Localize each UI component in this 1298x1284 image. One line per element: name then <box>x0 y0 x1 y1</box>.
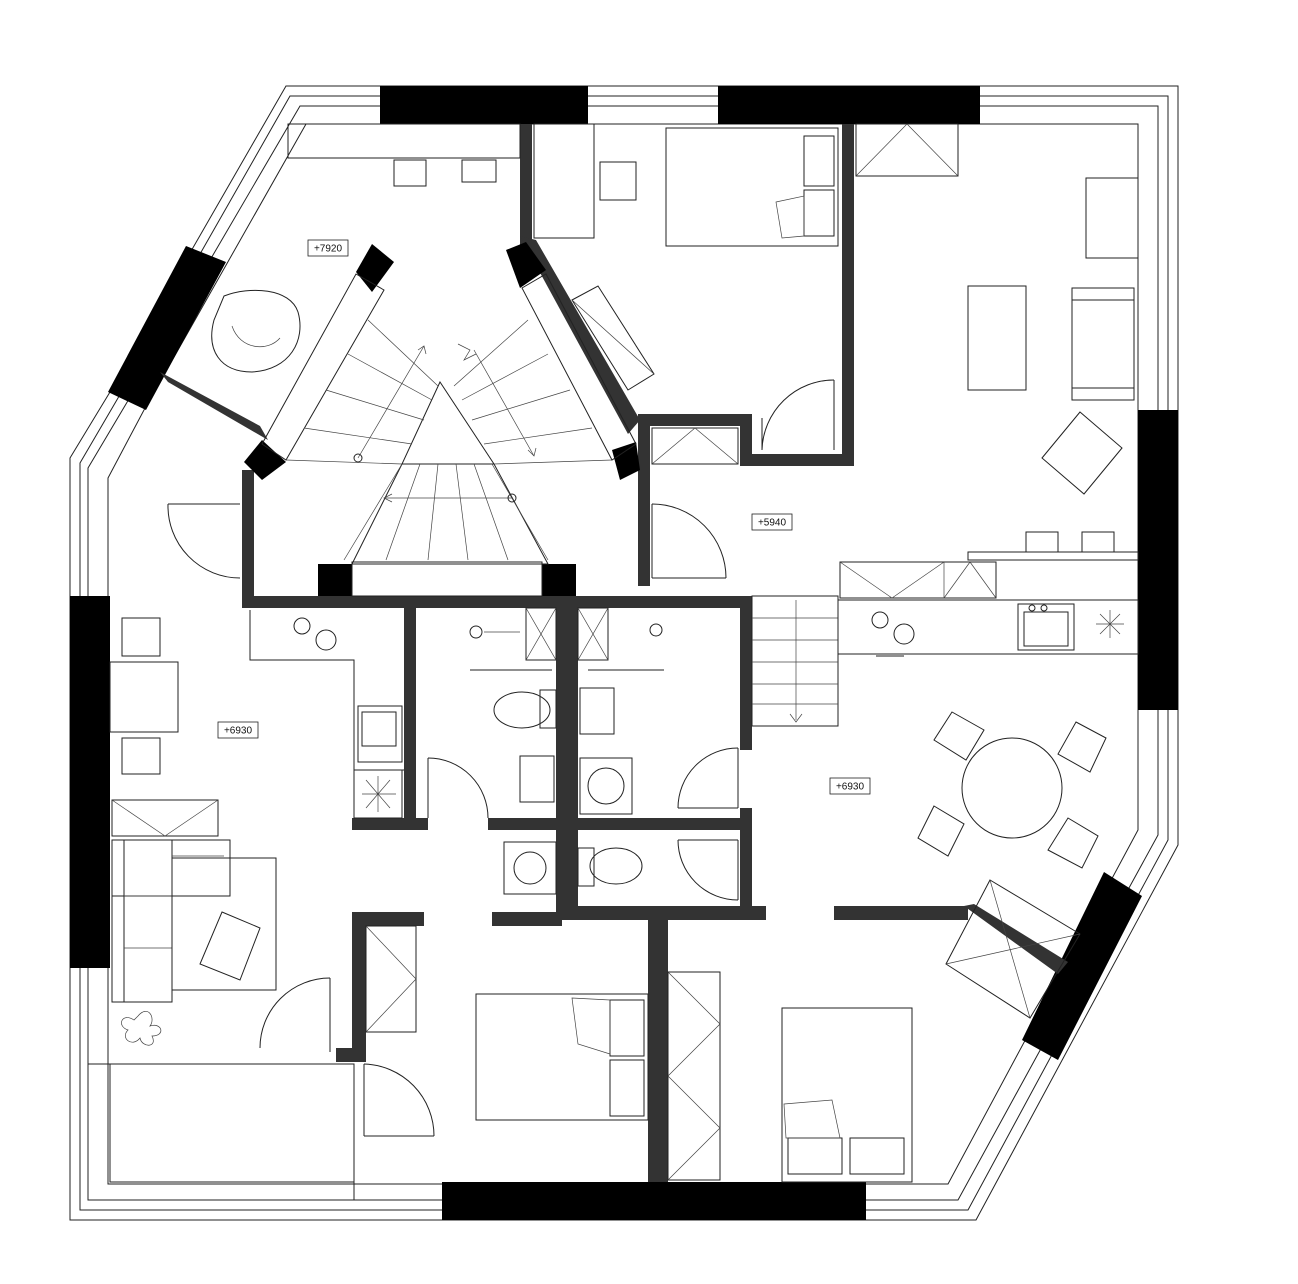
outer-envelope <box>69 85 1179 1221</box>
east-steps <box>751 595 839 727</box>
level-tag-living-kitchen: +5940 <box>751 513 793 531</box>
level-tag-living-kitchen-text: +5940 <box>758 518 787 529</box>
level-tag-west-living: +6930 <box>217 721 259 739</box>
furniture-east-living <box>967 177 1139 561</box>
furniture-stair-hall <box>211 123 521 373</box>
level-tags: +7920 +5940 +6930 +6930 <box>217 239 871 795</box>
furniture-north-bedroom <box>533 123 839 247</box>
level-tag-east-dining-text: +6930 <box>836 782 865 793</box>
interior-walls <box>160 124 1068 1182</box>
exterior-solid-walls <box>70 86 1178 1220</box>
furniture-dining <box>917 711 1107 869</box>
furniture-wet-core <box>469 623 664 895</box>
furniture-kitchen-east <box>837 599 1139 657</box>
wardrobes <box>111 123 1081 1181</box>
furniture-west-living <box>109 610 404 1046</box>
level-tag-east-dining: +6930 <box>829 777 871 795</box>
central-stair <box>261 273 637 597</box>
level-tag-stair-hall: +7920 <box>307 239 349 257</box>
level-tag-stair-hall-text: +7920 <box>314 244 343 255</box>
furniture-south-bedrooms <box>87 993 913 1201</box>
doors <box>167 379 835 1137</box>
level-tag-west-living-text: +6930 <box>224 726 253 737</box>
